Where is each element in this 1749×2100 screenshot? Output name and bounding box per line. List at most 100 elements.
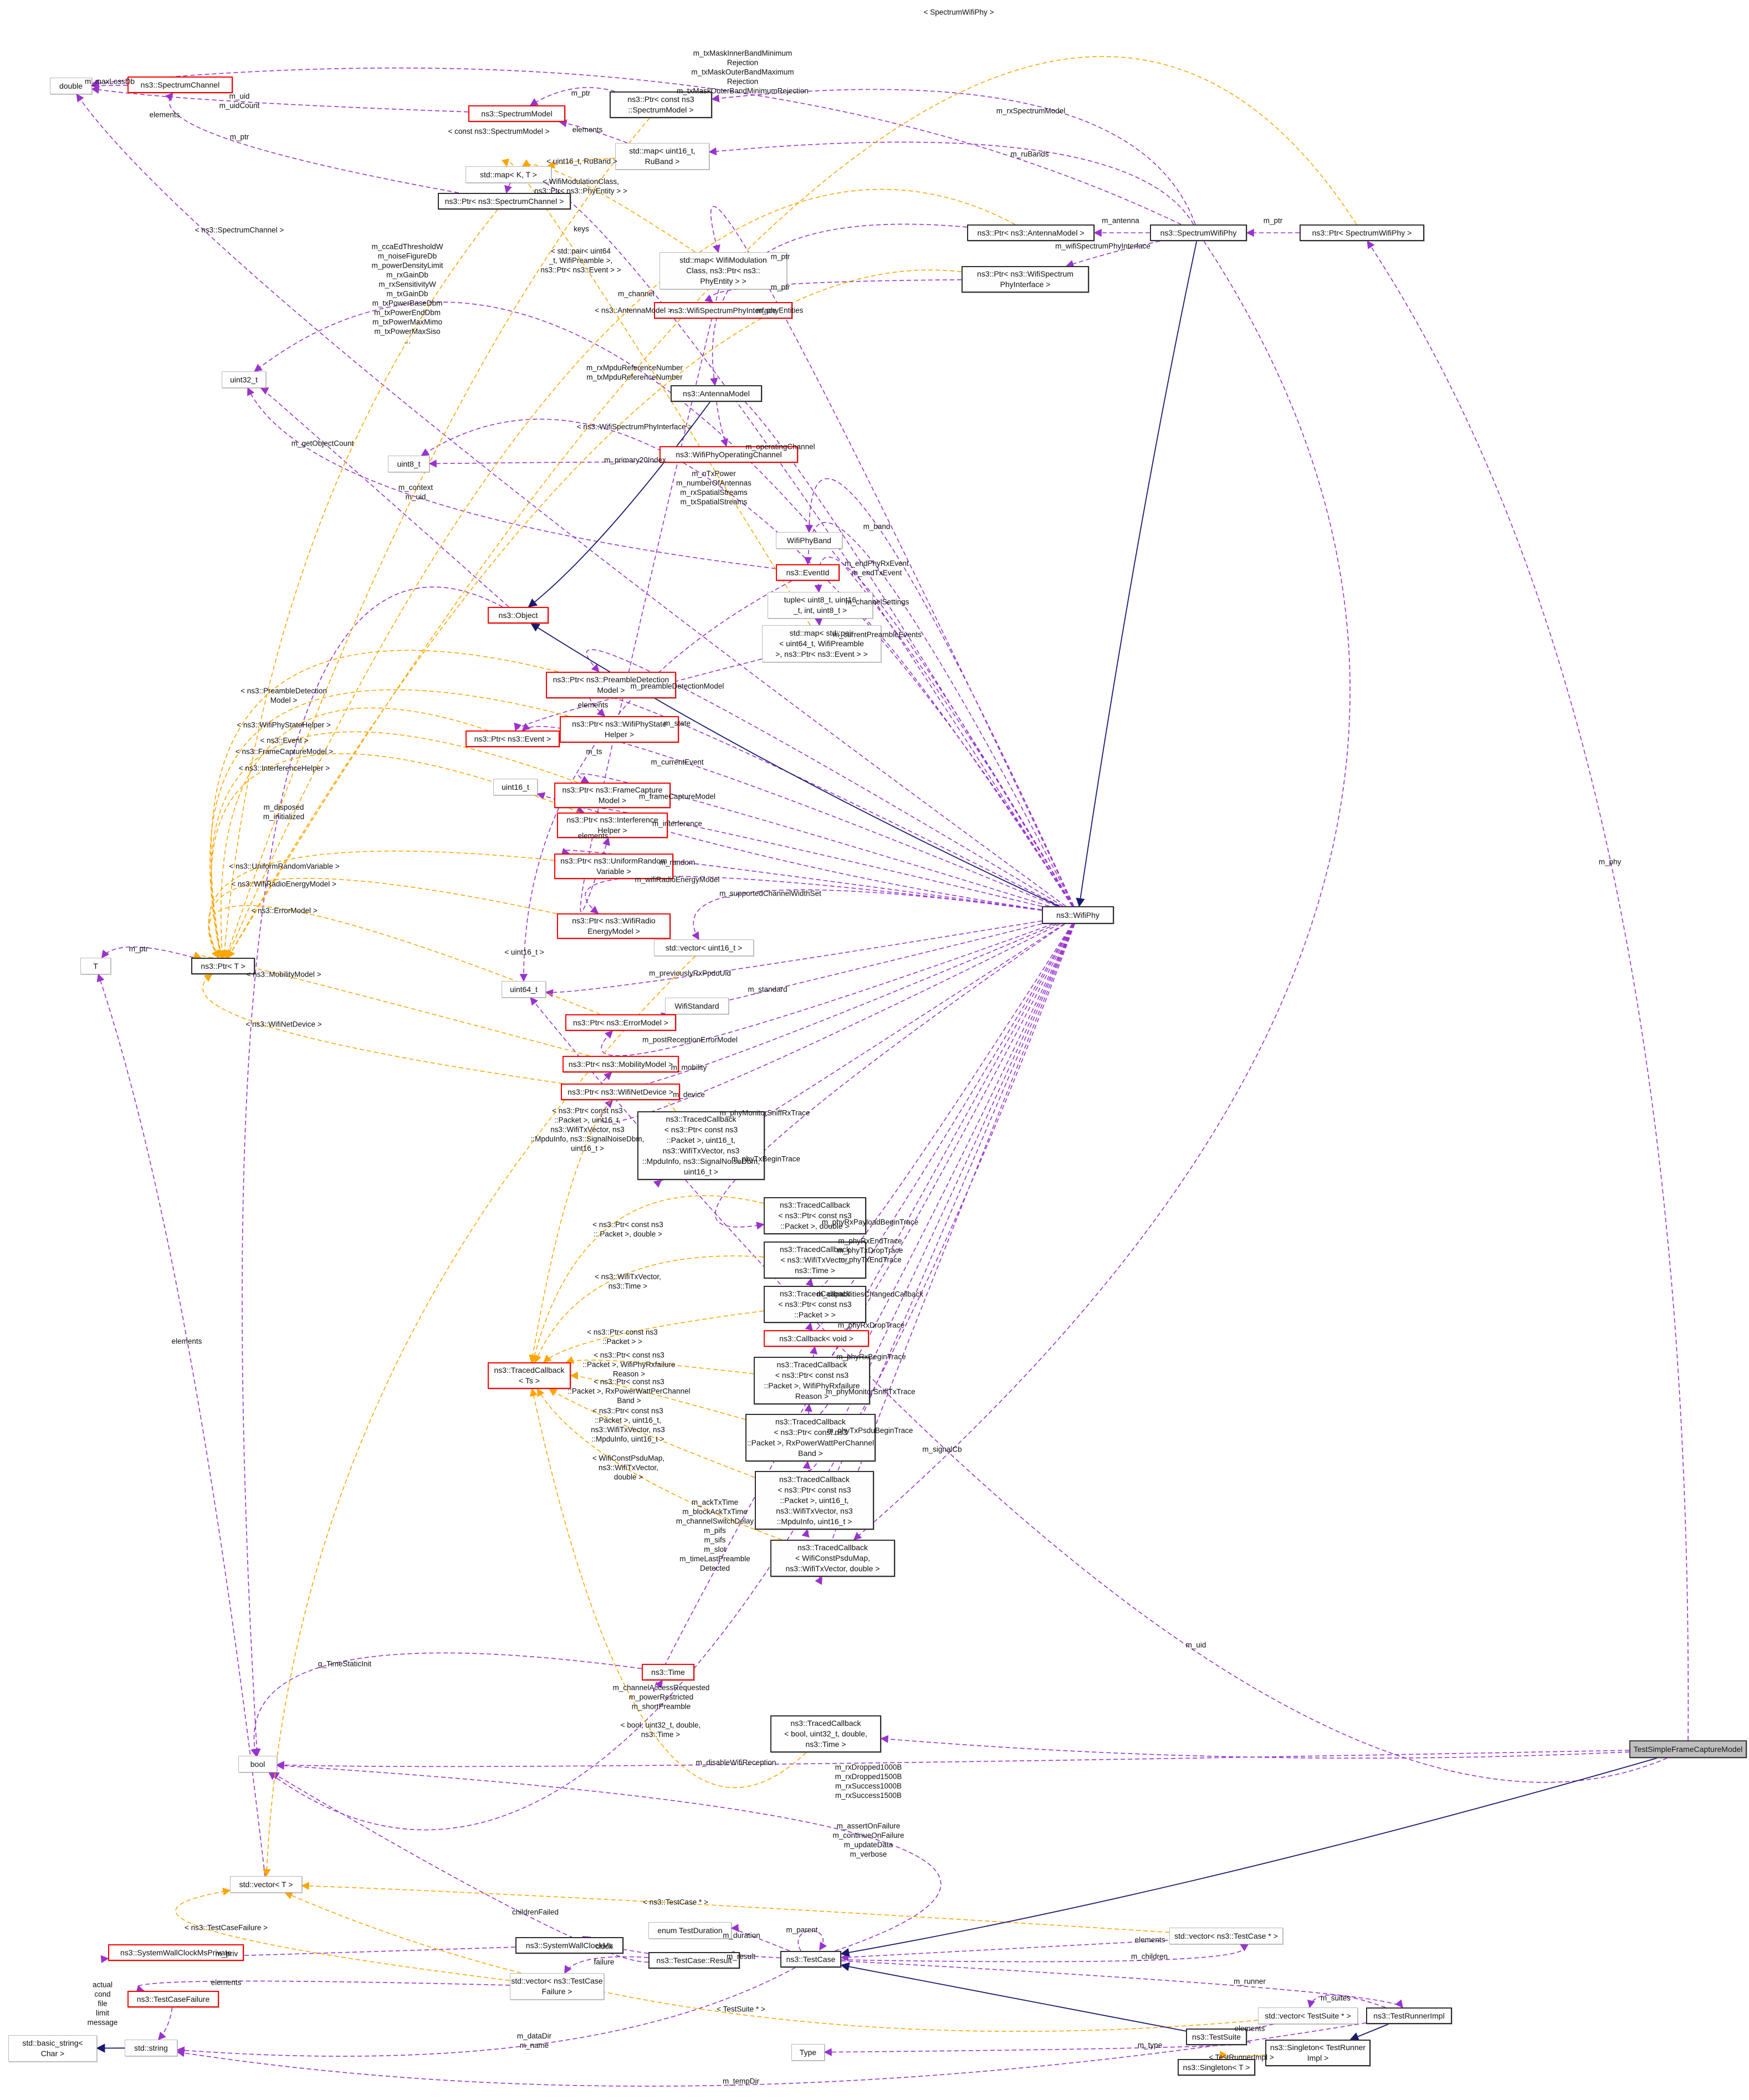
class-node-am[interactable]: ns3::AntennaModel bbox=[671, 385, 762, 402]
class-node-tcb[interactable]: ns3::TracedCallback< bool, uint32_t, dou… bbox=[770, 1715, 881, 1752]
class-node-pnd[interactable]: ns3::Ptr< ns3::WifiNetDevice > bbox=[561, 1084, 680, 1100]
class-node-obj[interactable]: ns3::Object bbox=[488, 607, 549, 624]
class-node-str[interactable]: std::string bbox=[125, 2040, 177, 2056]
class-node-mpair[interactable]: std::map< std::pair< uint64_t, WifiPream… bbox=[762, 625, 881, 662]
class-node-vts[interactable]: std::vector< TestSuite * > bbox=[1258, 2007, 1358, 2024]
class-node-tcwt[interactable]: ns3::TracedCallback< ns3::WifiTxVector,n… bbox=[764, 1241, 866, 1279]
edge-label: m_ptr bbox=[770, 283, 790, 292]
class-node-mrb[interactable]: std::map< uint16_t,RuBand > bbox=[615, 143, 709, 170]
class-node-dbl[interactable]: double bbox=[50, 78, 92, 94]
class-node-vtc[interactable]: std::vector< ns3::TestCase * > bbox=[1169, 1928, 1283, 1944]
class-node-label: Type bbox=[799, 2047, 817, 2057]
class-node-label: PhyInterface > bbox=[1000, 280, 1051, 289]
edge-label: < ns3::InterferenceHelper > bbox=[238, 764, 330, 773]
class-node-pem[interactable]: ns3::Ptr< ns3::ErrorModel > bbox=[565, 1014, 676, 1031]
class-node-bstr[interactable]: std::basic_string<Char > bbox=[8, 2035, 97, 2062]
edge-label: < ns3::Ptr< const ns3::Packet >, uint16_… bbox=[530, 1106, 645, 1153]
class-node-tcrp[interactable]: ns3::TracedCallback< ns3::Ptr< const ns3… bbox=[745, 1414, 876, 1462]
class-node-vu16[interactable]: std::vector< uint16_t > bbox=[654, 939, 754, 956]
class-node-pam[interactable]: ns3::Ptr< ns3::AntennaModel > bbox=[967, 224, 1095, 241]
class-node-ts[interactable]: ns3::TestSuite bbox=[1186, 2029, 1247, 2045]
class-node-st[interactable]: ns3::Singleton< T > bbox=[1178, 2059, 1255, 2076]
class-node-mkt[interactable]: std::map< K, T > bbox=[466, 166, 551, 183]
class-node-t[interactable]: T bbox=[80, 958, 111, 974]
class-node-label: < uint64_t, WifiPreamble bbox=[779, 639, 864, 648]
class-node-time[interactable]: ns3::Time bbox=[642, 1664, 694, 1680]
class-node-tcts[interactable]: ns3::TracedCallback< Ts > bbox=[488, 1362, 571, 1389]
edge-label: < ns3::AntennaModel > bbox=[595, 306, 672, 315]
class-node-tsfcm[interactable]: TestSimpleFrameCaptureModel bbox=[1629, 1740, 1747, 1758]
class-node-dur[interactable]: enum TestDuration bbox=[648, 1922, 732, 1939]
class-node-sc[interactable]: ns3::SpectrumChannel bbox=[127, 76, 233, 93]
class-node-u64[interactable]: uint64_t bbox=[502, 981, 546, 998]
class-node-tcp[interactable]: ns3::TracedCallback< ns3::Ptr< const ns3… bbox=[764, 1286, 866, 1323]
class-node-tcsr[interactable]: ns3::TracedCallback< ns3::Ptr< const ns3… bbox=[637, 1111, 765, 1180]
class-node-tri[interactable]: ns3::TestRunnerImpl bbox=[1366, 2007, 1452, 2024]
class-node-pev[interactable]: ns3::Ptr< ns3::Event > bbox=[466, 730, 560, 747]
class-node-type[interactable]: Type bbox=[791, 2044, 825, 2061]
graph-edge-tcrf-tcts bbox=[565, 1356, 754, 1375]
class-node-tcf[interactable]: ns3::TestCaseFailure bbox=[127, 1991, 219, 2007]
class-node-label: ns3::TracedCallback bbox=[666, 1115, 737, 1123]
class-node-wifiphy[interactable]: ns3::WifiPhy bbox=[1042, 906, 1114, 924]
class-node-swp[interactable]: ns3::SpectrumWifiPhy bbox=[1150, 224, 1247, 241]
class-node-tcpm[interactable]: ns3::TracedCallback< WifiConstPsduMap,ns… bbox=[770, 1540, 895, 1577]
edge-label: m_standard bbox=[748, 985, 787, 994]
class-node-pmm[interactable]: ns3::Ptr< ns3::MobilityModel > bbox=[562, 1056, 679, 1072]
class-node-sm[interactable]: ns3::SpectrumModel bbox=[468, 105, 565, 122]
class-node-label: ns3::SpectrumModel bbox=[481, 109, 553, 118]
graph-edge-pwre-pt bbox=[208, 877, 558, 959]
class-node-bool[interactable]: bool bbox=[238, 1756, 277, 1772]
class-node-pswp[interactable]: ns3::Ptr< SpectrumWifiPhy > bbox=[1300, 224, 1424, 241]
class-node-tcrf[interactable]: ns3::TracedCallback< ns3::Ptr< const ns3… bbox=[754, 1357, 870, 1404]
class-node-vt[interactable]: std::vector< T > bbox=[230, 1876, 302, 1893]
class-node-swc[interactable]: ns3::SystemWallClockMs bbox=[515, 1937, 623, 1954]
class-node-label: Class, ns3::Ptr< ns3:: bbox=[686, 266, 760, 275]
class-node-pcsm[interactable]: ns3::Ptr< const ns3::SpectrumModel > bbox=[610, 91, 712, 118]
class-node-tc[interactable]: ns3::TestCase bbox=[780, 1951, 841, 1968]
class-node-wpb[interactable]: WifiPhyBand bbox=[776, 532, 842, 549]
class-node-wpoc[interactable]: ns3::WifiPhyOperatingChannel bbox=[659, 446, 798, 463]
graph-edge-tcpm-tcts bbox=[536, 1388, 783, 1540]
class-node-psc[interactable]: ns3::Ptr< ns3::SpectrumChannel > bbox=[438, 193, 571, 210]
class-node-label: Char > bbox=[40, 2049, 65, 2058]
class-node-tcd[interactable]: ns3::TracedCallback< ns3::Ptr< const ns3… bbox=[764, 1197, 866, 1234]
class-node-tup[interactable]: tuple< uint8_t, uint16_t, int, uint8_t > bbox=[768, 592, 873, 619]
class-node-swcp[interactable]: ns3::SystemWallClockMsPrivate bbox=[108, 1944, 244, 1961]
graph-edge-mrb-sm bbox=[559, 119, 628, 144]
class-node-tcst[interactable]: ns3::TracedCallback< ns3::Ptr< const ns3… bbox=[755, 1471, 874, 1530]
class-node-evid[interactable]: ns3::EventId bbox=[776, 564, 840, 581]
class-node-pt[interactable]: ns3::Ptr< T > bbox=[191, 958, 255, 974]
class-node-label: < ns3::Ptr< const ns3 bbox=[778, 1211, 852, 1220]
class-node-wstd[interactable]: WifiStandard bbox=[665, 998, 729, 1014]
class-node-wspi[interactable]: ns3::WifiSpectrumPhyInterface bbox=[654, 302, 792, 319]
graph-edge-vt-t bbox=[96, 973, 265, 1877]
class-node-cbv[interactable]: ns3::Callback< void > bbox=[764, 1330, 869, 1347]
class-node-u16[interactable]: uint16_t bbox=[493, 779, 538, 795]
class-node-u8[interactable]: uint8_t bbox=[388, 456, 429, 472]
graph-edge-pam-am bbox=[710, 223, 968, 386]
graph-edge-tcrp-tcts bbox=[570, 1371, 746, 1420]
class-node-label: ns3::SpectrumChannel bbox=[140, 80, 220, 89]
class-node-label: tuple< uint8_t, uint16 bbox=[784, 595, 857, 604]
graph-edge-tc-bool bbox=[276, 1761, 942, 1951]
edge-label: m_suites bbox=[1320, 1994, 1351, 2002]
class-node-res[interactable]: ns3::TestCase::Result bbox=[648, 1952, 740, 1969]
graph-edge-mrb-mkt bbox=[546, 157, 616, 169]
edge-label: < ns3::WifiNetDevice > bbox=[246, 1020, 322, 1029]
graph-edge-pswp-pt bbox=[227, 56, 1357, 959]
class-node-u32[interactable]: uint32_t bbox=[222, 371, 266, 388]
class-node-label: ns3::Ptr< ns3::WifiNetDevice > bbox=[567, 1087, 673, 1096]
